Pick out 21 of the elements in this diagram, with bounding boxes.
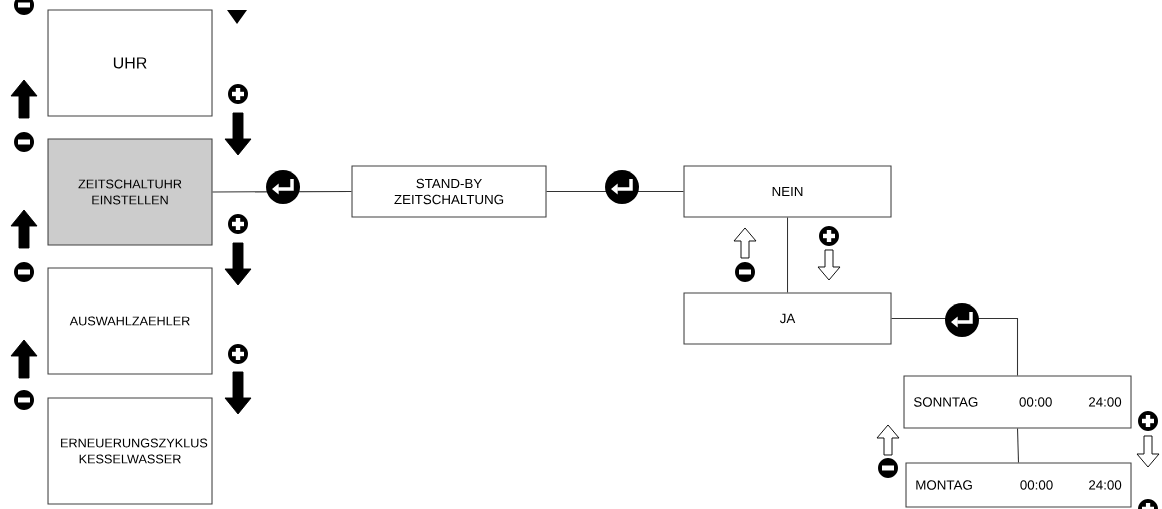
down-arrow xyxy=(224,371,252,415)
up-arrow xyxy=(10,209,38,249)
menu-box: UHR xyxy=(47,9,213,117)
up-arrow xyxy=(733,227,757,259)
menu-box: JA xyxy=(683,292,892,345)
up-arrow xyxy=(10,339,38,379)
day-row-box: SONNTAG 00:00 24:00 xyxy=(903,375,1132,429)
down-arrow xyxy=(1136,435,1160,468)
down-arrow xyxy=(224,242,252,286)
menu-box: ZEITSCHALTUHR EINSTELLEN xyxy=(47,138,213,246)
connector-line xyxy=(1016,428,1020,463)
down-arrow xyxy=(224,112,252,156)
connector-line xyxy=(786,217,789,293)
up-arrow xyxy=(876,424,900,456)
down-arrow xyxy=(817,249,841,281)
day-row-box: MONTAG 00:00 24:00 xyxy=(905,462,1132,508)
menu-box: STAND-BY ZEITSCHALTUNG xyxy=(351,165,547,218)
menu-box: NEIN xyxy=(683,165,892,218)
up-arrow xyxy=(10,79,38,119)
menu-box: AUSWAHLZAEHLER xyxy=(47,267,213,375)
menu-box: ERNEUERUNGSZYKLUS KESSELWASSER xyxy=(47,397,213,505)
